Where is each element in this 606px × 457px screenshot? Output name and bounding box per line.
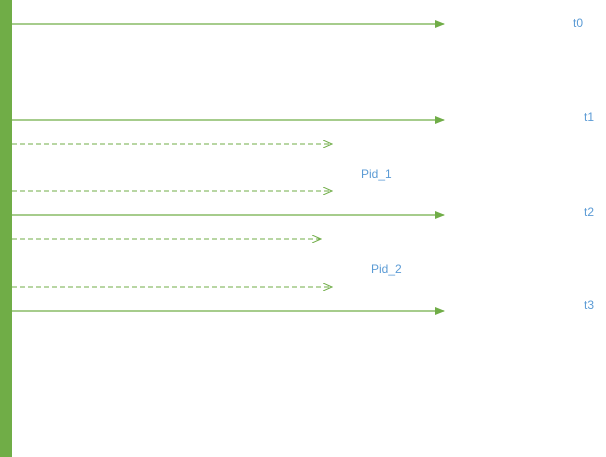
label-t1: t1: [584, 110, 595, 124]
label-t3: t3: [584, 298, 595, 312]
label-pid-1: Pid_1: [361, 167, 392, 181]
label-t2: t2: [584, 205, 595, 219]
label-t0: t0: [573, 16, 584, 30]
vertical-timeline-bar: [0, 0, 12, 457]
label-pid-2: Pid_2: [371, 262, 402, 276]
